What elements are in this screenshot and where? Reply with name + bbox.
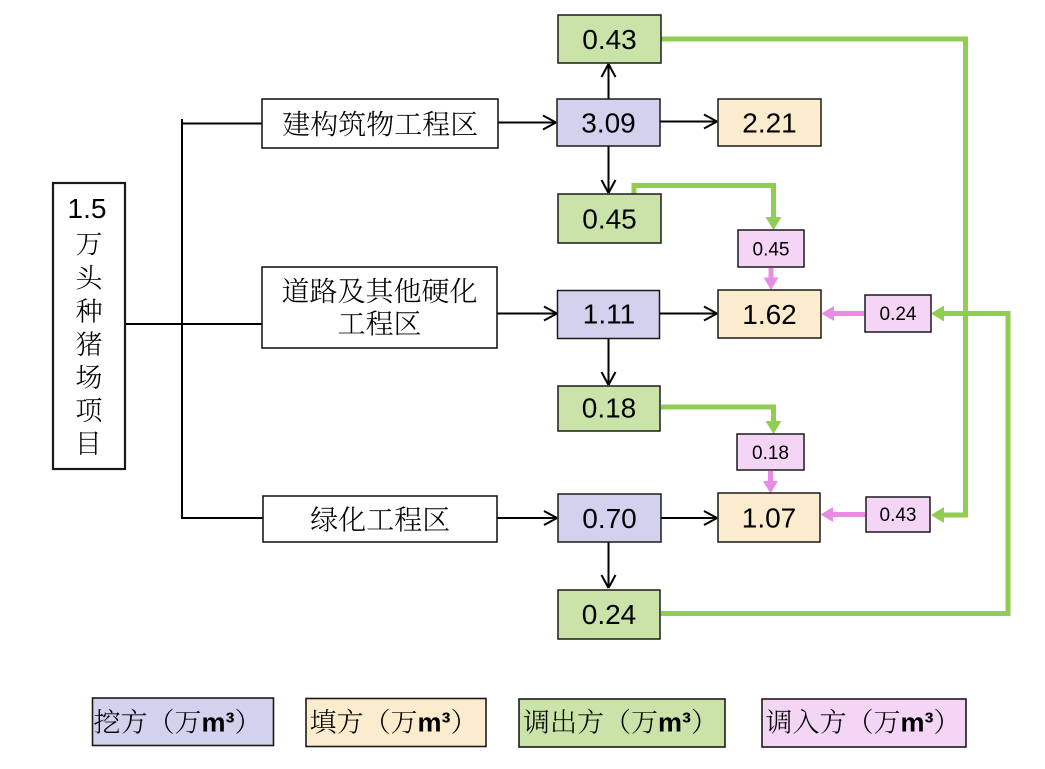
svg-text:0.24: 0.24 <box>880 304 917 325</box>
svg-text:1.5: 1.5 <box>68 193 107 224</box>
svg-text:0.45: 0.45 <box>582 204 637 235</box>
svg-text:1.62: 1.62 <box>742 299 797 330</box>
svg-text:3.09: 3.09 <box>581 108 636 139</box>
svg-text:0.45: 0.45 <box>753 239 790 260</box>
svg-text:0.24: 0.24 <box>582 599 637 630</box>
svg-text:0.70: 0.70 <box>582 503 637 534</box>
svg-text:2.21: 2.21 <box>742 108 797 139</box>
svg-text:1.11: 1.11 <box>583 299 635 330</box>
svg-text:m³: m³ <box>418 708 451 738</box>
svg-text:0.43: 0.43 <box>880 505 917 526</box>
svg-text:m³: m³ <box>901 708 934 738</box>
svg-text:1.07: 1.07 <box>742 503 797 534</box>
svg-text:0.18: 0.18 <box>752 443 789 464</box>
svg-text:0.18: 0.18 <box>582 393 637 424</box>
svg-text:0.43: 0.43 <box>582 24 637 55</box>
svg-text:m³: m³ <box>202 708 235 738</box>
svg-text:m³: m³ <box>658 708 691 738</box>
